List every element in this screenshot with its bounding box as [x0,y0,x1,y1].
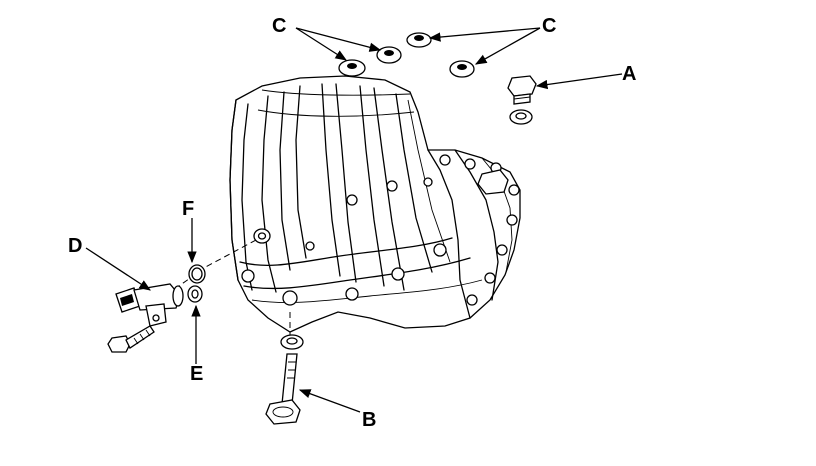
transmission-housing [229,75,521,333]
cap-c2 [376,46,402,64]
part-d-sensor [107,283,184,353]
part-c-caps [338,32,475,78]
callout-labels: C C A F D E B [68,15,636,431]
callout-d: D [68,235,82,257]
cap-c3 [406,32,432,48]
housing-bosses [241,154,520,306]
cap-c4 [449,60,475,78]
part-f-o-ring [188,264,206,284]
cap-c1 [338,59,366,77]
callout-c-left: C [272,15,286,37]
callout-e: E [190,363,203,385]
callout-a: A [622,63,636,85]
callout-f: F [182,198,194,220]
part-a-plug [507,75,537,125]
callout-c-right: C [542,15,556,37]
leader-lines [85,27,623,413]
part-e-sleeve [187,285,203,303]
part-b-bolt [265,334,304,425]
callout-b: B [362,409,376,431]
